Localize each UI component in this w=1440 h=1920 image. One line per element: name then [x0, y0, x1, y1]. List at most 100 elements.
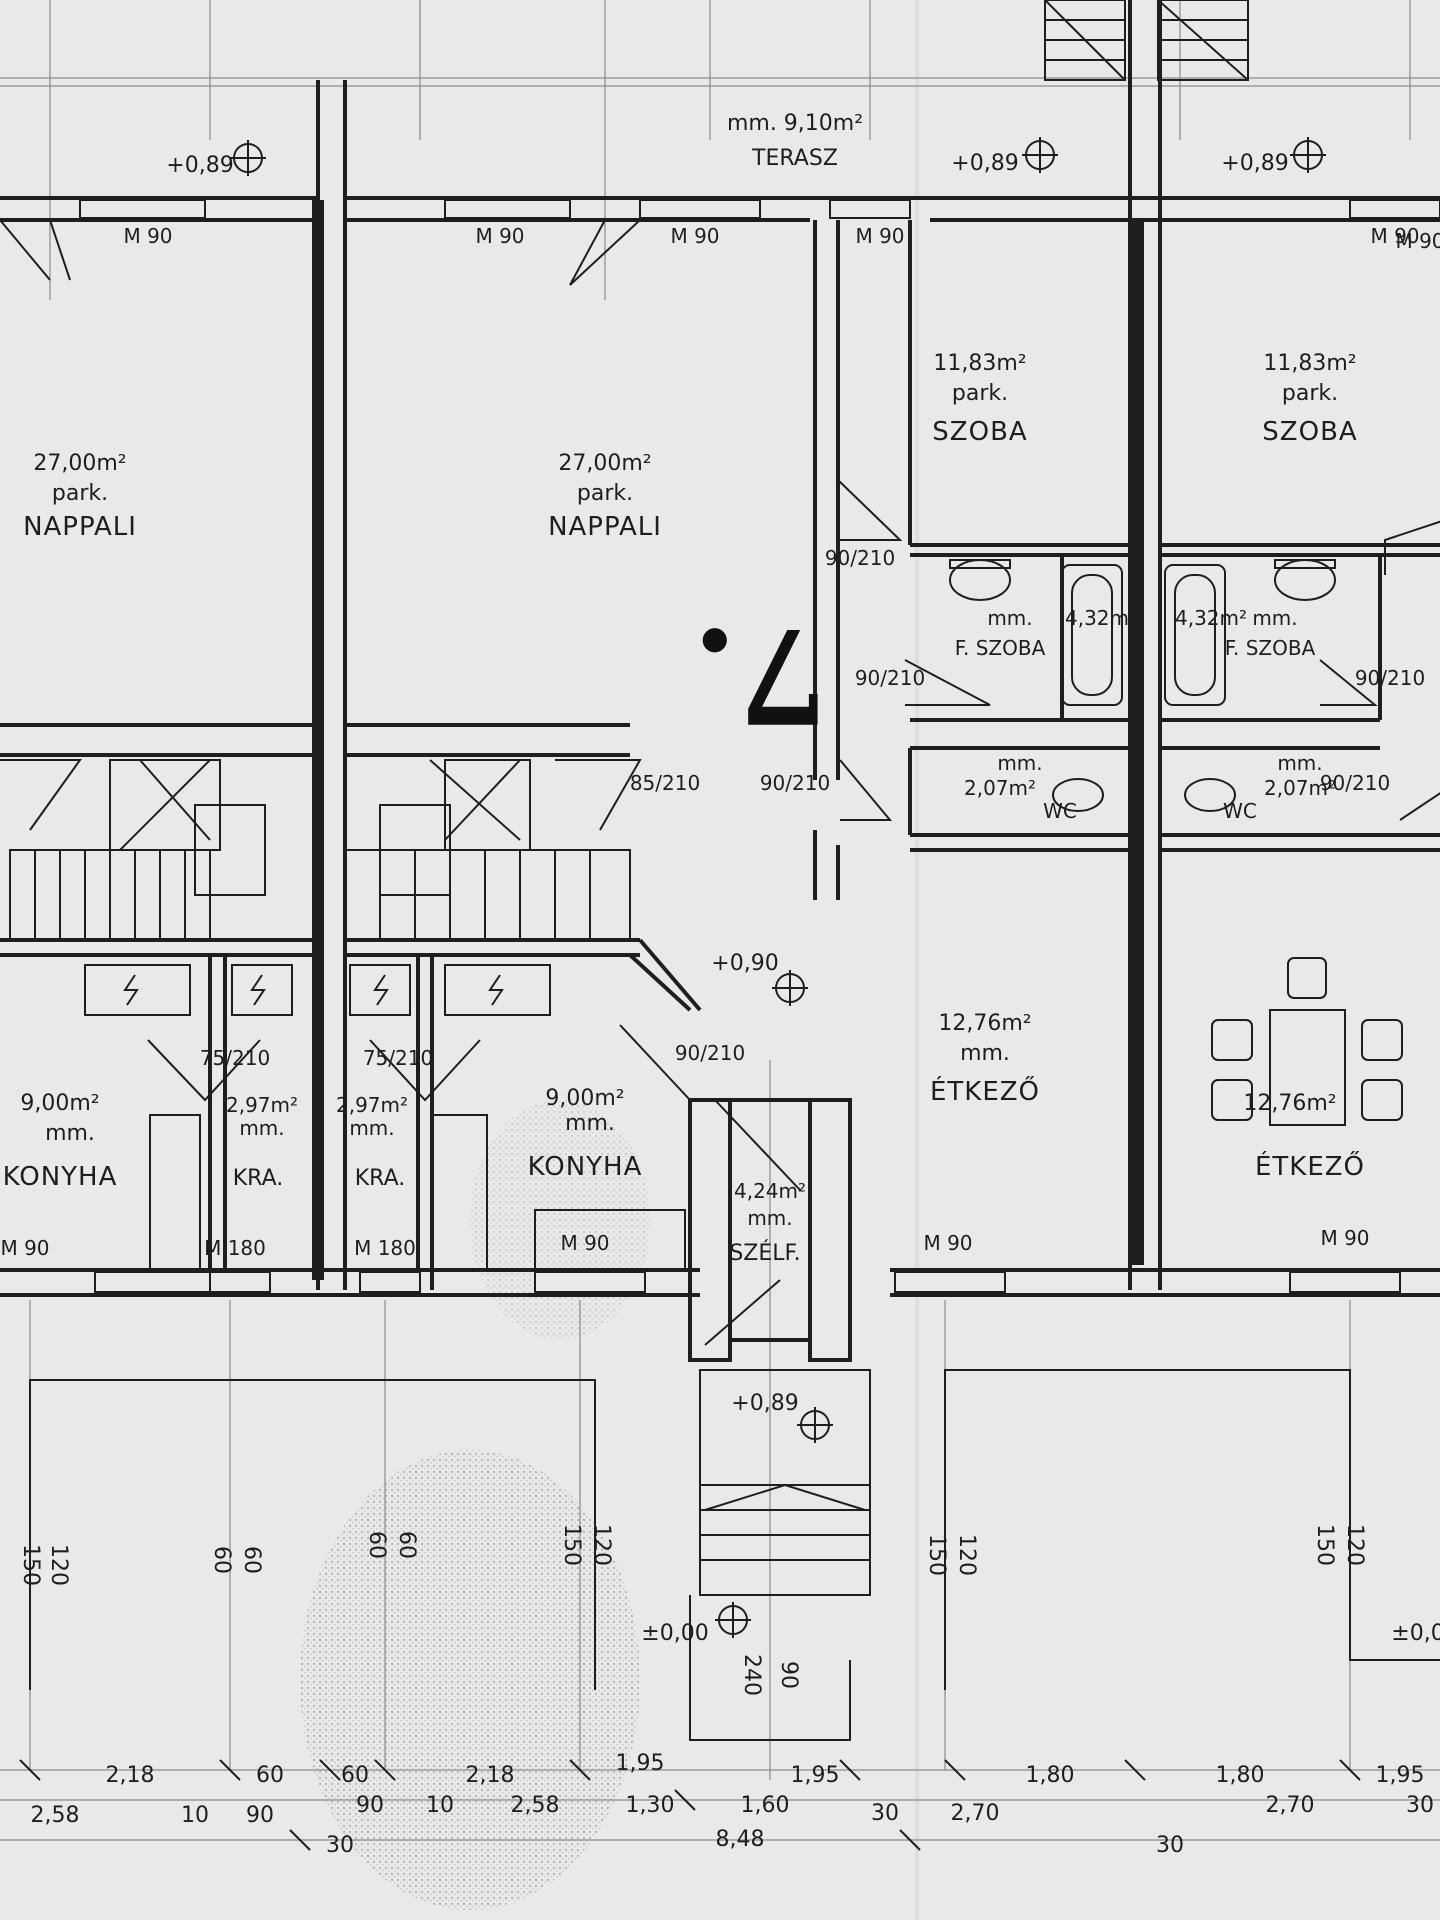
paper-fold	[915, 0, 919, 1920]
level-label: +0,89	[166, 153, 233, 178]
dimension-label: 10	[181, 1803, 209, 1828]
dimension-label: 1,60	[741, 1793, 790, 1818]
dimension-label: 90	[246, 1803, 274, 1828]
level-markers	[230, 137, 1326, 1638]
room-name-fszoba-center: F. SZOBA	[955, 636, 1046, 660]
dimension-label: 10	[426, 1793, 454, 1818]
dimension-label: 2,18	[466, 1763, 515, 1788]
dimension-label: 1,95	[1376, 1763, 1425, 1788]
window-label: M 90	[123, 224, 172, 248]
vertical-dimension-label: 240	[739, 1654, 764, 1696]
window-label: M 90	[0, 1236, 49, 1260]
dimension-label: 30	[1406, 1793, 1434, 1818]
garden-outlines	[29, 1369, 1440, 1741]
vertical-dimension-label: 60	[209, 1546, 234, 1574]
vertical-dimension-label: 60	[364, 1531, 389, 1559]
room-floor-konyha-center: mm.	[565, 1111, 615, 1136]
vertical-dimension-label: 150	[924, 1534, 949, 1576]
dimension-label: 60	[256, 1763, 284, 1788]
room-name-nappali-center: NAPPALI	[548, 512, 662, 542]
room-area-szoba-center: 11,83m²	[933, 351, 1026, 376]
room-floor-wc-center: mm.	[997, 751, 1042, 775]
door-label: 90/210	[1320, 771, 1390, 795]
dimension-label: 90	[356, 1793, 384, 1818]
room-floor-kra-left: mm.	[239, 1116, 284, 1140]
room-area-wc-center: 2,07m²	[964, 776, 1036, 800]
room-area-szelf: 4,24m²	[734, 1179, 806, 1203]
door-label: 75/210	[363, 1046, 433, 1070]
door-swings	[0, 219, 1440, 1346]
dimension-label: 8,48	[716, 1827, 765, 1852]
room-floor-szoba-center: park.	[952, 381, 1008, 406]
room-area-konyha-left: 9,00m²	[20, 1091, 99, 1116]
door-label: 90/210	[760, 771, 830, 795]
room-area-fszoba-center: 4,32m²	[1065, 606, 1137, 630]
dimension-label: 2,58	[31, 1803, 80, 1828]
room-floor-szoba-right: park.	[1282, 381, 1338, 406]
room-name-wc-center: WC	[1043, 799, 1077, 823]
dimension-label: 1,80	[1216, 1763, 1265, 1788]
interior-stairs	[9, 759, 871, 1596]
room-name-szelf: SZÉLF.	[729, 1240, 800, 1266]
level-label: +0,90	[711, 951, 778, 976]
window-label: M 180	[354, 1236, 416, 1260]
room-area-nappali-left: 27,00m²	[33, 451, 126, 476]
room-area-nappali-center: 27,00m²	[558, 451, 651, 476]
room-area-konyha-center: 9,00m²	[545, 1086, 624, 1111]
room-name-etkezo-center: ÉTKEZŐ	[930, 1075, 1040, 1107]
dimension-label: 2,58	[511, 1793, 560, 1818]
door-label: 90/210	[855, 666, 925, 690]
door-label: 85/210	[630, 771, 700, 795]
vertical-dimension-label: 60	[394, 1531, 419, 1559]
dimension-labels: 2,18 60 60 2,18 1,95 1,95 1,80 1,80 1,95…	[31, 1751, 1434, 1858]
room-area-etkezo-center: 12,76m²	[938, 1011, 1031, 1036]
room-name-etkezo-right: ÉTKEZŐ	[1255, 1150, 1365, 1182]
dimension-label: 30	[871, 1801, 899, 1826]
room-name-konyha-left: KONYHA	[3, 1162, 118, 1192]
dimension-label: 1,30	[626, 1793, 675, 1818]
vertical-dimension-label: 150	[1312, 1524, 1337, 1566]
room-name-szoba-center: SZOBA	[932, 417, 1027, 447]
window-label: M 90	[1395, 229, 1440, 253]
window-label: M 90	[475, 224, 524, 248]
window-label: M 90	[923, 1231, 972, 1255]
room-area-szoba-right: 11,83m²	[1263, 351, 1356, 376]
room-name-nappali-left: NAPPALI	[23, 512, 137, 542]
dimension-label: 60	[341, 1763, 369, 1788]
room-area-etkezo-right: 12,76m²	[1243, 1091, 1336, 1116]
room-area-terasz: mm. 9,10m²	[727, 111, 863, 136]
vertical-dimension-label: 120	[589, 1524, 614, 1566]
room-area-wc-right: 2,07m²	[1264, 776, 1336, 800]
room-name-wc-right: WC	[1223, 799, 1257, 823]
dimension-label: 2,18	[106, 1763, 155, 1788]
vertical-dimension-label: 120	[1342, 1524, 1367, 1566]
level-label: ±0,00	[1391, 1621, 1440, 1646]
window-label: M 90	[1370, 224, 1419, 248]
room-floor-wc-right: mm.	[1277, 751, 1322, 775]
room-name-konyha-center: KONYHA	[528, 1152, 643, 1182]
ink-stain-2	[470, 1100, 650, 1340]
window-label: M 90	[560, 1231, 609, 1255]
dining-table	[1211, 957, 1403, 1126]
top-stairs	[1044, 0, 1249, 81]
room-area-fszoba-right: 4,32m²	[1175, 606, 1247, 630]
room-name-terasz: TERASZ	[751, 146, 838, 171]
window-label: M 180	[204, 1236, 266, 1260]
dimension-label: 1,95	[616, 1751, 665, 1776]
vertical-dimension-label: 120	[954, 1534, 979, 1576]
handwritten-unit-number: 7.	[692, 599, 828, 752]
room-name-szoba-right: SZOBA	[1262, 417, 1357, 447]
room-name-fszoba-right: F. SZOBA	[1225, 636, 1316, 660]
dimension-label: 30	[326, 1833, 354, 1858]
room-area-kra-left: 2,97m²	[226, 1093, 298, 1117]
level-labels: +0,89 +0,89 +0,89 +0,90 +0,89 ±0,00 ±0,0…	[166, 151, 1440, 1646]
dimension-ticks	[19, 1759, 1361, 1851]
room-floor-konyha-left: mm.	[45, 1121, 95, 1146]
vertical-dimension-labels: 150 120 60 60 60 60 150 120 150 120 150 …	[18, 1524, 1367, 1696]
room-name-kra-center: KRA.	[355, 1166, 405, 1191]
room-floor-kra-center: mm.	[349, 1116, 394, 1140]
vertical-dimension-label: 150	[18, 1544, 43, 1586]
room-area-kra-center: 2,97m²	[336, 1093, 408, 1117]
